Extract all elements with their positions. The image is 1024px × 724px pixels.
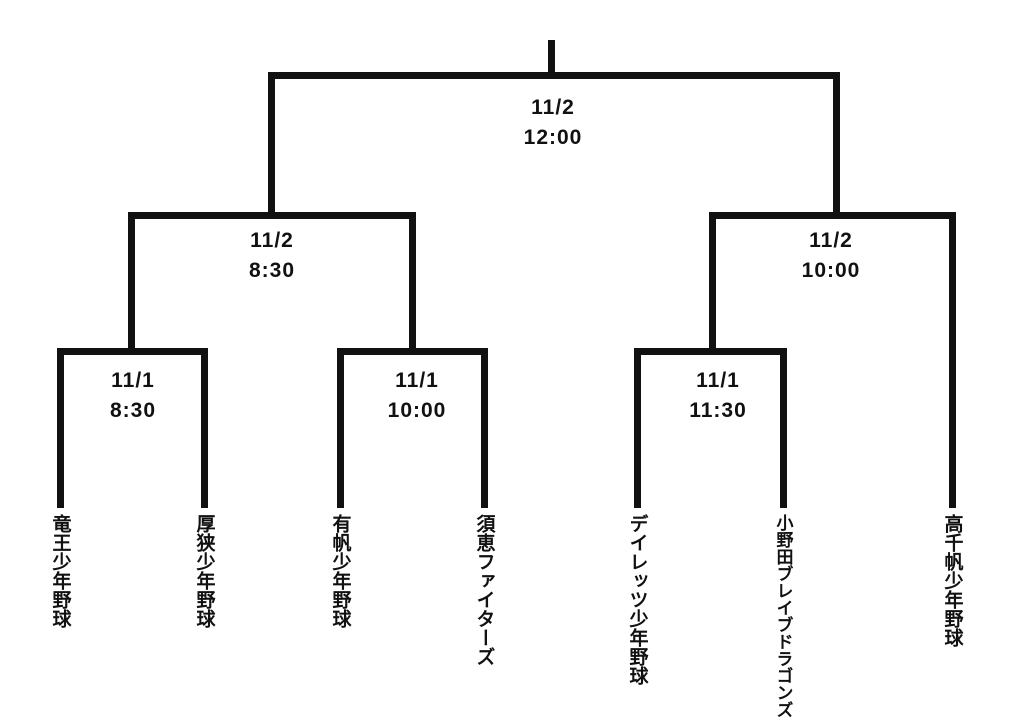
match2-time: 10:00	[387, 399, 447, 422]
match2-right-vertical-line	[481, 348, 488, 508]
team-label-2: 厚狭少年野球	[193, 514, 215, 628]
match3-left-vertical-line	[634, 348, 641, 508]
match2-left-vertical-line	[337, 348, 344, 508]
team-label-1: 竜王少年野球	[49, 514, 71, 628]
semifinal-right-date: 11/2	[809, 229, 853, 252]
semifinal-right-label: 11/2 10:00	[802, 226, 861, 286]
final-horizontal-line	[268, 72, 840, 79]
match3-label: 11/1 11:30	[689, 366, 747, 426]
match2-label: 11/1 10:00	[388, 366, 447, 426]
match2-horizontal-line	[337, 348, 488, 355]
match1-right-vertical-line	[201, 348, 208, 508]
final-match-date: 11/2	[531, 96, 575, 119]
semifinal-left-date: 11/2	[250, 229, 294, 252]
match3-time: 11:30	[689, 399, 747, 422]
final-match-label: 11/2 12:00	[524, 93, 583, 153]
match1-date: 11/1	[111, 369, 155, 392]
match3-horizontal-line	[634, 348, 787, 355]
team-label-7: 高千帆少年野球	[941, 514, 963, 647]
final-match-time: 12:00	[523, 126, 583, 149]
semifinal-left-time: 8:30	[248, 259, 296, 282]
bye-team-vertical-line	[949, 212, 956, 508]
team-label-4: 須恵ファイターズ	[473, 514, 495, 666]
final-right-vertical-line	[833, 72, 840, 219]
match3-date: 11/1	[696, 369, 740, 392]
semifinal-right-time: 10:00	[801, 259, 861, 282]
champion-stub-line	[548, 40, 555, 79]
semifinal-left-horizontal-line	[128, 212, 416, 219]
team-label-6: 小野田ブレイブドラゴンズ	[773, 514, 793, 718]
match2-date: 11/1	[395, 369, 439, 392]
match1-horizontal-line	[57, 348, 208, 355]
semifinal-left-right-vertical-line	[409, 212, 416, 355]
team-label-3: 有帆少年野球	[329, 514, 351, 628]
semifinal-left-label: 11/2 8:30	[249, 226, 295, 286]
match3-right-vertical-line	[780, 348, 787, 508]
match1-label: 11/1 8:30	[110, 366, 156, 426]
semifinal-right-horizontal-line	[709, 212, 956, 219]
team-label-5: デイレッツ少年野球	[626, 514, 648, 685]
final-left-vertical-line	[268, 72, 275, 219]
semifinal-right-left-vertical-line	[709, 212, 716, 355]
match1-time: 8:30	[109, 399, 157, 422]
semifinal-left-left-vertical-line	[128, 212, 135, 355]
match1-left-vertical-line	[57, 348, 64, 508]
